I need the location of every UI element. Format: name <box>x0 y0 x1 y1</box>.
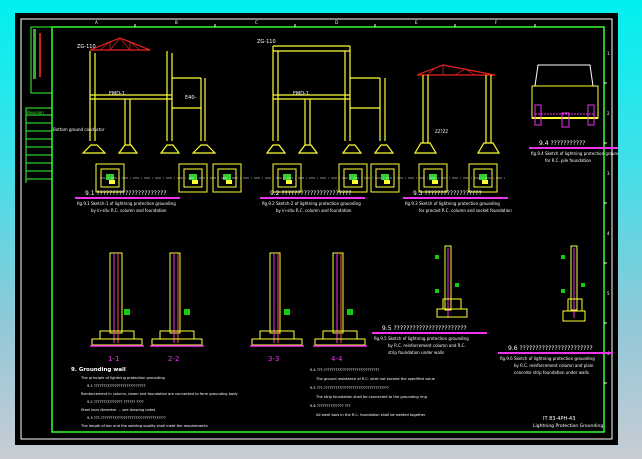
view-caption: strip foundation under walls <box>388 350 444 355</box>
view-caption: for precast R.C. column and socket found… <box>419 208 512 213</box>
general-notes: 9. Grounding wall The principle of light… <box>71 367 436 428</box>
note-line: 9.4 ???-????????????????????????????? <box>310 368 379 372</box>
view-heading: 9.1 ?????????????????????? <box>85 190 167 197</box>
right-grid-ticks <box>604 82 607 384</box>
revision-label: Revision <box>27 110 44 115</box>
note-line: 9.3 ???-????????????????????????????????… <box>87 416 166 420</box>
note-line: 9.5 ???-????????????????????????????????… <box>310 386 389 390</box>
section-4-4: 4-4 <box>313 252 367 363</box>
view-caption: by in-situ R.C. column and foundation <box>91 208 167 213</box>
column-label-2: FMD-1 <box>293 91 309 97</box>
mark-label: E40- <box>185 95 197 101</box>
note-line: All steel bars in the R.C. foundation sh… <box>316 413 426 417</box>
view-9-6-plain-concrete-foundation <box>561 245 586 322</box>
left-title-strip: Revision <box>25 26 53 183</box>
section-label: 4-4 <box>331 355 343 363</box>
view-9-5-strip-foundation <box>435 245 468 318</box>
note-line: The length of bar and the welding qualit… <box>80 424 208 428</box>
beam-label: ZG-110 <box>77 44 96 50</box>
view-caption: fig.9.2 Sketch-2 of lightning protection… <box>262 201 361 206</box>
view-caption: concrete strip foundation under walls <box>514 370 589 375</box>
right-grid-numbers: 123456 <box>607 51 610 356</box>
note-line: 9.6 ?????????????? ??? <box>310 404 351 408</box>
section-label: 2-2 <box>168 355 179 363</box>
view-9-3-elevation <box>413 64 501 154</box>
caption-9-1: 9.1 ?????????????????????? fig.9.1 Sketch… <box>75 190 180 213</box>
drawing-number: IT 83-4PH-43 <box>543 416 575 422</box>
outer-border <box>20 18 613 440</box>
view-heading: 9.6 ??????????????????????? <box>508 345 593 352</box>
view-caption: fig.9.5 Sketch of lightning protection g… <box>374 336 469 341</box>
wall-sections: 1-1 2-2 3-3 4-4 <box>90 252 367 363</box>
caption-9-4: 9.4 ??????????? fig.9.4 Sketch of lightni… <box>529 140 618 163</box>
note-line: The strip foundation shall be connected … <box>315 395 427 399</box>
view-captions: 9.1 ?????????????????????? fig.9.1 Sketch… <box>75 140 618 375</box>
view-heading: 9.4 ??????????? <box>539 140 585 147</box>
inner-frame <box>51 26 605 433</box>
grid-letter: F <box>495 20 498 25</box>
beam-label-2: ZG-110 <box>257 39 276 45</box>
section-3-3: 3-3 <box>250 252 304 363</box>
section-label: 3-3 <box>268 355 279 363</box>
section-2-2: 2-2 <box>150 252 204 363</box>
grid-number: 2 <box>607 111 610 116</box>
section-label: 1-1 <box>108 355 119 363</box>
caption-9-2: 9.2 ?????????????????????? fig.9.2 Sketch… <box>260 190 365 213</box>
note-line: Steel bars diameter ... see drawing note… <box>81 408 155 412</box>
view-caption: for R.C. pile foundation <box>545 158 592 163</box>
view-9-2-elevation <box>265 45 395 154</box>
grid-letter: D <box>335 20 338 25</box>
view-heading: 9.2 ?????????????????????? <box>270 190 352 197</box>
note-line: 9.2 ??????????????? ?????? ???? <box>87 400 144 404</box>
note-line: The ground resistance of R.C. shall not … <box>315 377 436 381</box>
top-grid-letters: A B C D E F <box>95 20 498 25</box>
caption-9-6: 9.6 ??????????????????????? fig.9.6 Sketc… <box>498 345 613 375</box>
caption-9-3: 9.3 ?????????????????? fig.9.3 Sketch of … <box>403 190 512 213</box>
caption-9-5: 9.5 ??????????????????????? fig.9.5 Sketc… <box>372 325 487 355</box>
grid-letter: B <box>175 20 178 25</box>
down-lead-label: Bottom ground conductor <box>53 127 105 132</box>
view-caption: fig.9.6 Sketch of lightning protection g… <box>500 356 595 361</box>
view-caption: fig.9.4 Sketch of lightning protection g… <box>531 151 618 156</box>
grid-letter: A <box>95 20 98 25</box>
ground-ring-label: ZZ?ZZ <box>435 129 448 134</box>
note-line: Reinforcement in column, beam and founda… <box>81 392 238 396</box>
title-block: IT 83-4PH-43 Lightning Protection Ground… <box>533 416 603 429</box>
grid-letter: E <box>415 20 418 25</box>
view-caption: by in-situ R.C. column and foundation <box>276 208 352 213</box>
view-caption: fig.9.1 Sketch-1 of lightning protection… <box>77 201 176 206</box>
grid-number: 5 <box>607 291 610 296</box>
view-9-1-elevation <box>81 37 217 154</box>
view-caption: fig.9.3 Sketch of lightning protection g… <box>405 201 500 206</box>
top-grid-ticks <box>134 24 536 27</box>
drawing-title: Lightning Protection Grounding <box>533 423 603 429</box>
view-caption: by R.C. reinforcement column and plain <box>514 363 594 368</box>
grid-number: 4 <box>607 231 610 236</box>
view-heading: 9.5 ??????????????????????? <box>382 325 467 332</box>
section-1-1: 1-1 <box>90 252 144 363</box>
grid-letter: C <box>255 20 258 25</box>
view-9-4-pile-foundation <box>531 64 599 128</box>
grid-number: 3 <box>607 171 610 176</box>
view-caption: by R.C. reinforcement column and R.C. <box>388 343 466 348</box>
grid-number: 1 <box>607 51 610 56</box>
note-line: 9.1 ??????????????????????????? <box>87 384 145 388</box>
column-label: FMD-1 <box>109 91 125 97</box>
notes-heading: 9. Grounding wall <box>71 367 126 373</box>
view-heading: 9.3 ?????????????????? <box>413 190 482 197</box>
note-line: The principle of lightning protection gr… <box>80 376 165 380</box>
